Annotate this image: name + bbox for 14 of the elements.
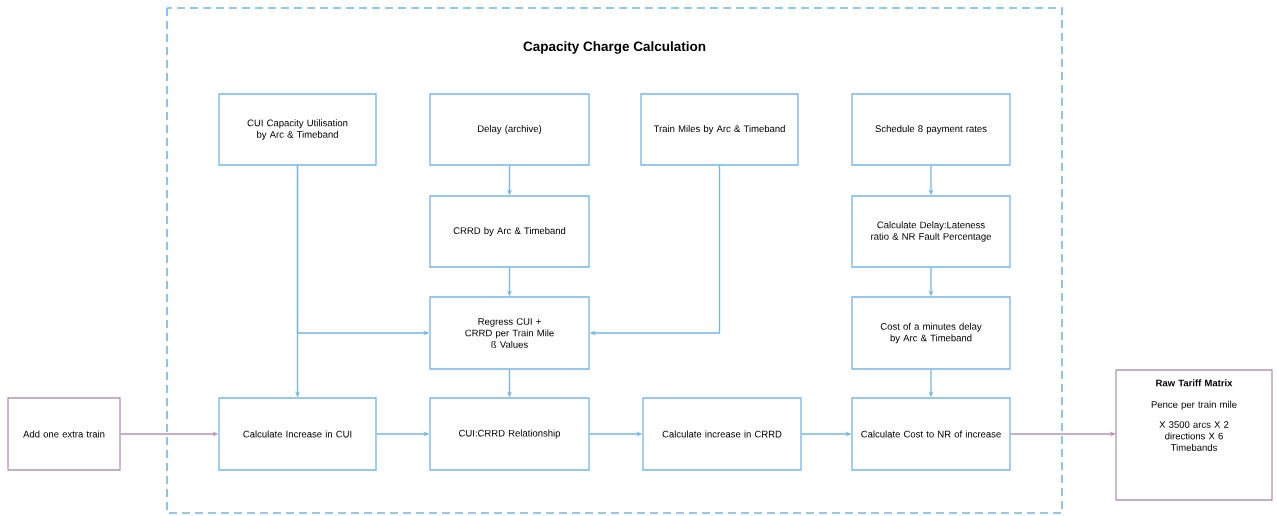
process-box: Regress CUI + CRRD per Train Mile ß Values (429, 296, 590, 370)
process-box: Schedule 8 payment rates (851, 93, 1011, 166)
process-box: CUI Capacity Utilisation by Arc & Timeband (218, 93, 377, 166)
process-box: Calculate Cost to NR of increase (851, 397, 1011, 471)
process-box: Train Miles by Arc & Timeband (640, 93, 799, 166)
process-box: Delay (archive) (429, 93, 590, 166)
process-box: Calculate Delay:Lateness ratio & NR Fault Percentage (851, 195, 1011, 268)
result-box: Raw Tariff Matrix Pence per train mile X 3500 arcs X 2 directions X 6 Timebands (1115, 369, 1273, 501)
process-box: Calculate increase in CRRD (642, 397, 802, 471)
process-box: CUI:CRRD Relationship (429, 397, 590, 471)
process-box: Calculate Increase in CUI (218, 397, 377, 471)
process-box: Cost of a minutes delay by Arc & Timeband (851, 296, 1011, 370)
process-box: CRRD by Arc & Timeband (429, 195, 590, 268)
process-box: Add one extra train (7, 397, 121, 471)
